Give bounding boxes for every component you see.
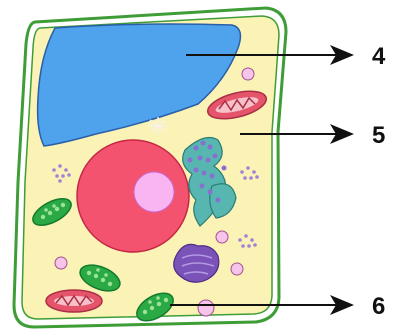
mitochondrion-lower (46, 290, 102, 312)
nucleus (77, 140, 189, 252)
nucleolus (134, 172, 174, 212)
golgi-body (174, 244, 219, 282)
callout-label-5: 5 (372, 122, 385, 149)
callout-label-4: 4 (372, 43, 386, 70)
callout-label-6: 6 (372, 293, 385, 320)
